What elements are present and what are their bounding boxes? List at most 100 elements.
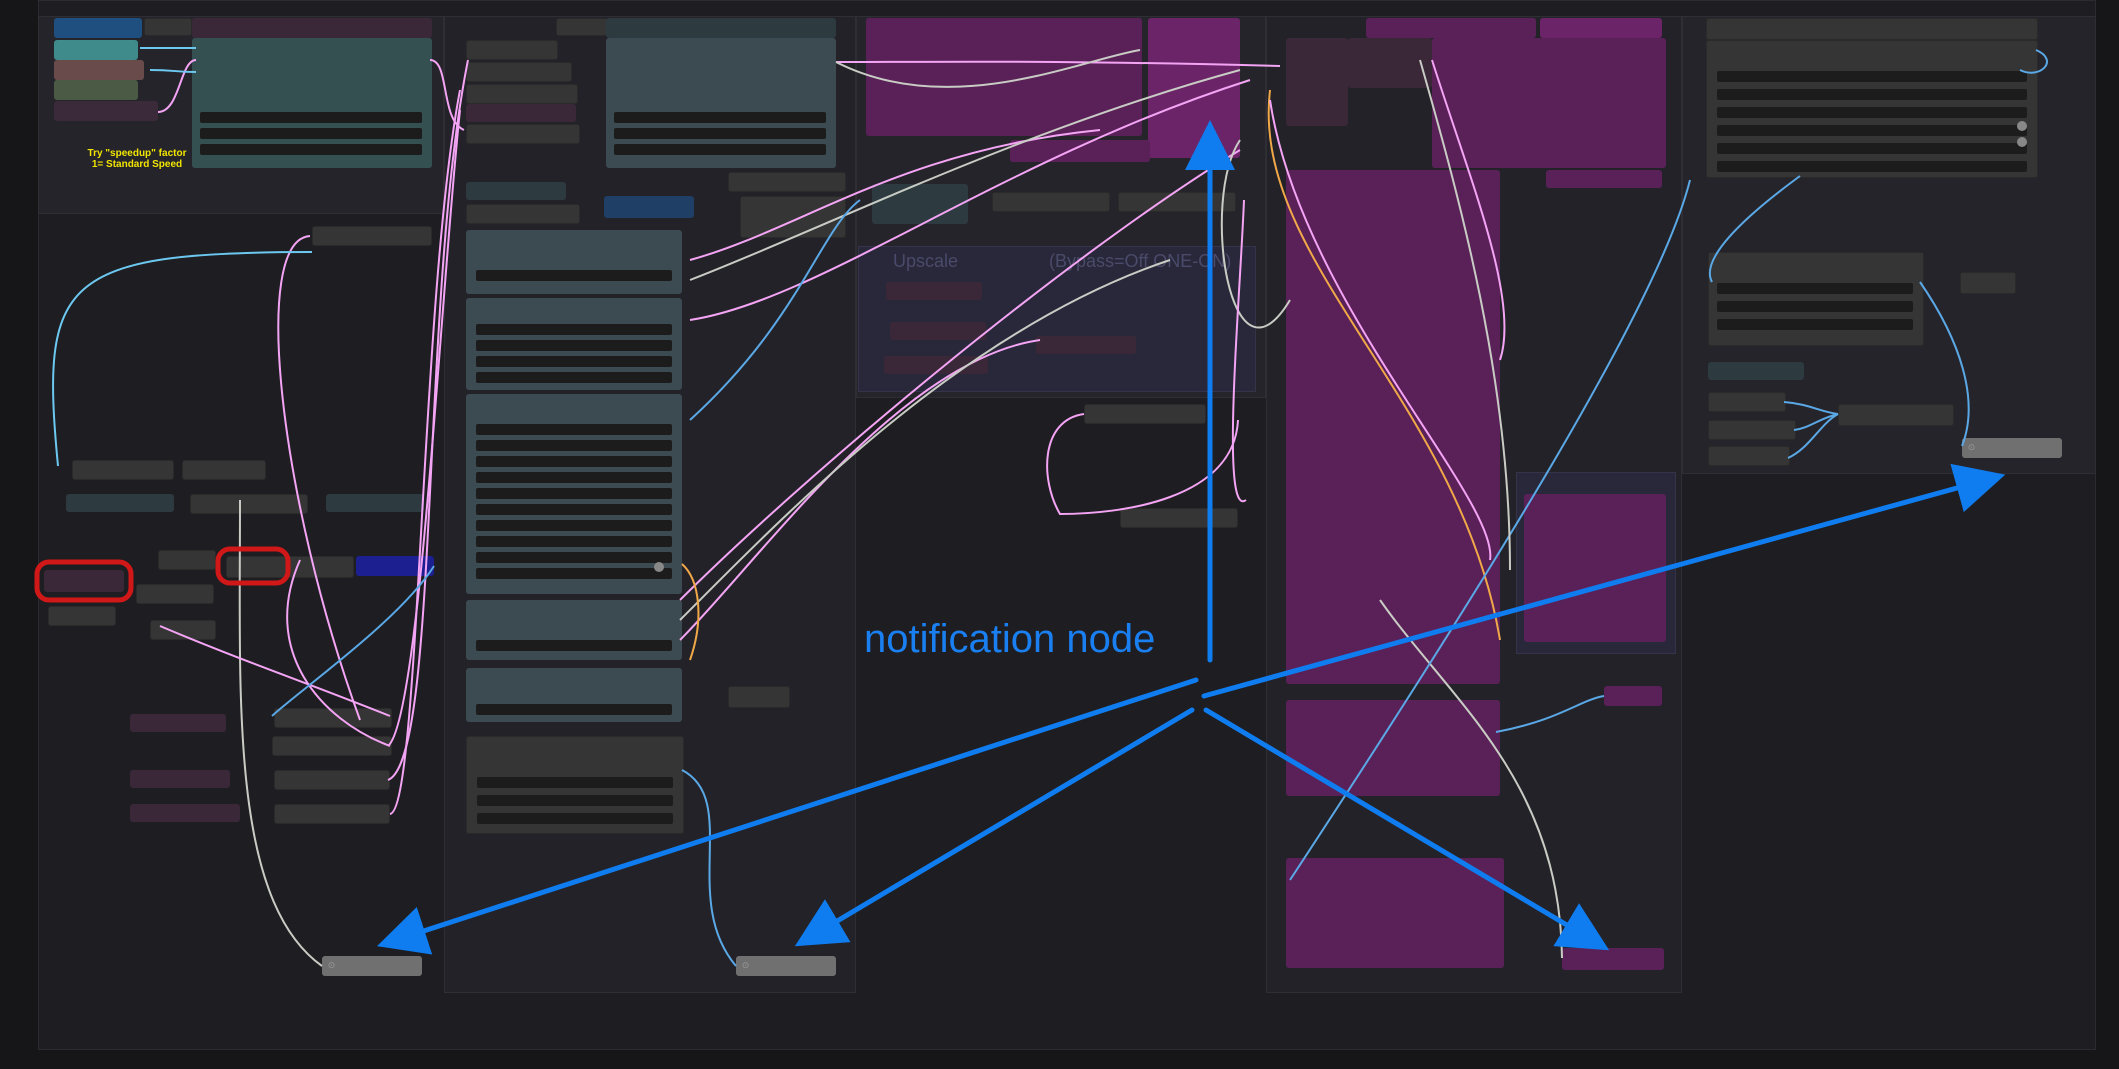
widget-bar[interactable] — [476, 324, 672, 335]
col4-panel-bottom[interactable] — [1286, 858, 1504, 968]
col4-small-right[interactable] — [1604, 686, 1662, 706]
widget-bar[interactable] — [1717, 143, 2027, 154]
col2-panel-6[interactable] — [466, 736, 684, 834]
math-node-2[interactable] — [190, 494, 308, 514]
col2-node-h[interactable] — [466, 204, 580, 224]
widget-bar[interactable] — [614, 144, 826, 155]
col5-panel-mid[interactable] — [1708, 252, 1924, 346]
value-node-2[interactable] — [136, 584, 214, 604]
col2-panel-4[interactable] — [466, 600, 682, 660]
col2-panel-2[interactable] — [466, 298, 682, 390]
small-node-a[interactable] — [144, 18, 192, 36]
widget-bar[interactable] — [476, 536, 672, 547]
widget-bar[interactable] — [476, 488, 672, 499]
col2-node-a[interactable] — [466, 40, 558, 60]
header-node[interactable] — [192, 18, 432, 38]
widget-bar[interactable] — [476, 472, 672, 483]
col2-node-f[interactable] — [728, 172, 846, 192]
widget-bar[interactable] — [1717, 161, 2027, 172]
widget-bar[interactable] — [1717, 319, 1913, 330]
widget-bar[interactable] — [476, 568, 672, 579]
widget-bar[interactable] — [1717, 107, 2027, 118]
load-node-1[interactable] — [54, 18, 142, 38]
toggle-dot[interactable] — [2017, 137, 2027, 147]
widget-bar[interactable] — [476, 270, 672, 281]
col4-header-strip[interactable] — [1366, 18, 1536, 38]
col5-header-small[interactable] — [1706, 18, 2038, 40]
widget-bar[interactable] — [476, 424, 672, 435]
notification-node-1[interactable]: ⊙ — [322, 956, 422, 976]
purple-input-1[interactable] — [130, 714, 226, 732]
col2-panel-5[interactable] — [466, 668, 682, 722]
toggle-dot[interactable] — [2017, 121, 2027, 131]
load-node-5[interactable] — [54, 101, 158, 121]
highlighted-node-1[interactable] — [44, 570, 124, 592]
col3-node-a[interactable] — [872, 184, 968, 224]
math-node-3[interactable] — [326, 494, 424, 512]
value-node-4[interactable] — [150, 620, 216, 640]
col2-blue-node[interactable] — [604, 196, 694, 218]
widget-bar[interactable] — [1717, 301, 1913, 312]
load-node-3[interactable] — [54, 60, 144, 80]
int-node-1[interactable] — [72, 460, 174, 480]
widget-bar[interactable] — [477, 777, 673, 788]
value-node-3[interactable] — [48, 606, 116, 626]
lora-node-2[interactable] — [272, 736, 392, 756]
widget-bar[interactable] — [476, 520, 672, 531]
col2-small-right[interactable] — [728, 686, 790, 708]
widget-bar[interactable] — [476, 456, 672, 467]
lora-node-1[interactable] — [274, 708, 392, 728]
widget-bar[interactable] — [476, 340, 672, 351]
purple-input-2[interactable] — [130, 770, 230, 788]
col3-purple-strip[interactable] — [1010, 140, 1150, 162]
widget-bar[interactable] — [1717, 125, 2027, 136]
widget-bar[interactable] — [614, 112, 826, 123]
widget-bar[interactable] — [1717, 283, 1913, 294]
int-node-2[interactable] — [182, 460, 266, 480]
reroute-node[interactable] — [312, 226, 432, 246]
col3-node-c[interactable] — [1118, 192, 1236, 212]
col3-node-b[interactable] — [992, 192, 1110, 212]
col4-panel-top[interactable] — [1432, 38, 1666, 168]
col5-node-e[interactable] — [1708, 446, 1790, 466]
notification-node-3[interactable] — [1562, 948, 1664, 970]
upscale-node-2[interactable] — [890, 322, 986, 340]
purple-input-3[interactable] — [130, 804, 240, 822]
notification-node-2[interactable]: ⊙ — [736, 956, 836, 976]
col2-video-node[interactable] — [606, 38, 836, 168]
col3-node-d[interactable] — [1084, 404, 1206, 424]
value-node-1[interactable] — [158, 550, 216, 570]
load-node-2[interactable] — [54, 40, 138, 60]
col4-small-strip[interactable] — [1546, 170, 1662, 188]
widget-bar[interactable] — [477, 795, 673, 806]
widget-bar[interactable] — [477, 813, 673, 824]
upscale-node-3[interactable] — [1036, 336, 1136, 354]
widget-bar[interactable] — [476, 356, 672, 367]
col2-node-c[interactable] — [466, 84, 578, 104]
widget-bar[interactable] — [476, 504, 672, 515]
col5-panel-top[interactable] — [1706, 40, 2038, 178]
widget-bar[interactable] — [476, 440, 672, 451]
col3-purple-big[interactable] — [866, 18, 1142, 136]
upscale-node-1[interactable] — [886, 282, 982, 300]
col2-panel-1[interactable] — [466, 230, 682, 294]
notification-node-4[interactable]: ⊙ — [1962, 438, 2062, 458]
col5-node-b[interactable] — [1708, 362, 1804, 380]
video-combine-node[interactable] — [192, 38, 432, 168]
col2-node-g[interactable] — [466, 182, 566, 200]
col4-sub-panel[interactable] — [1524, 494, 1666, 642]
widget-bar[interactable] — [476, 372, 672, 383]
math-node-1[interactable] — [66, 494, 174, 512]
col2-node-d[interactable] — [466, 104, 576, 122]
widget-bar[interactable] — [200, 128, 422, 139]
col4-node-top-a[interactable] — [1286, 38, 1348, 126]
col2-panel-3[interactable] — [466, 394, 682, 594]
col2-header[interactable] — [606, 18, 836, 38]
widget-bar[interactable] — [1717, 89, 2027, 100]
load-node-4[interactable] — [54, 80, 138, 100]
widget-bar[interactable] — [476, 640, 672, 651]
widget-bar[interactable] — [200, 112, 422, 123]
widget-bar[interactable] — [614, 128, 826, 139]
col2-node-e[interactable] — [466, 124, 580, 144]
